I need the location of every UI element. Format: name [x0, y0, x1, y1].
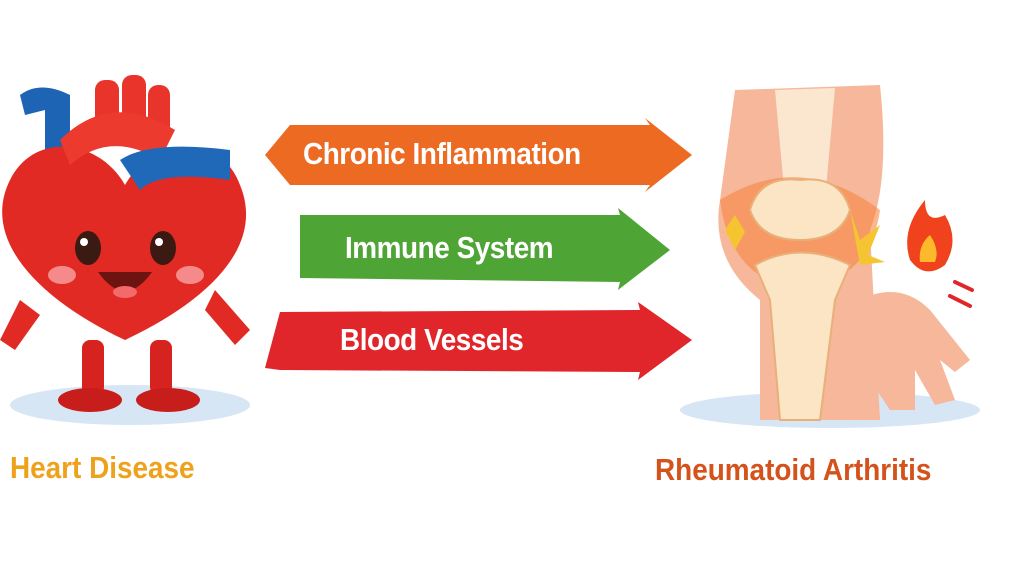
- arrow-label-blood-vessels: Blood Vessels: [340, 322, 524, 357]
- arrow-immune-system: [300, 208, 670, 290]
- arrow-label-chronic-inflammation: Chronic Inflammation: [303, 136, 581, 171]
- heart-character: [0, 75, 250, 425]
- arrow-blood-vessels: [265, 302, 692, 380]
- knee-joint-illustration: [680, 85, 980, 428]
- arrow-chronic-inflammation: [265, 118, 692, 192]
- heart-disease-label: Heart Disease: [10, 450, 195, 485]
- rheumatoid-arthritis-label: Rheumatoid Arthritis: [655, 452, 932, 487]
- arrow-label-immune-system: Immune System: [345, 230, 554, 265]
